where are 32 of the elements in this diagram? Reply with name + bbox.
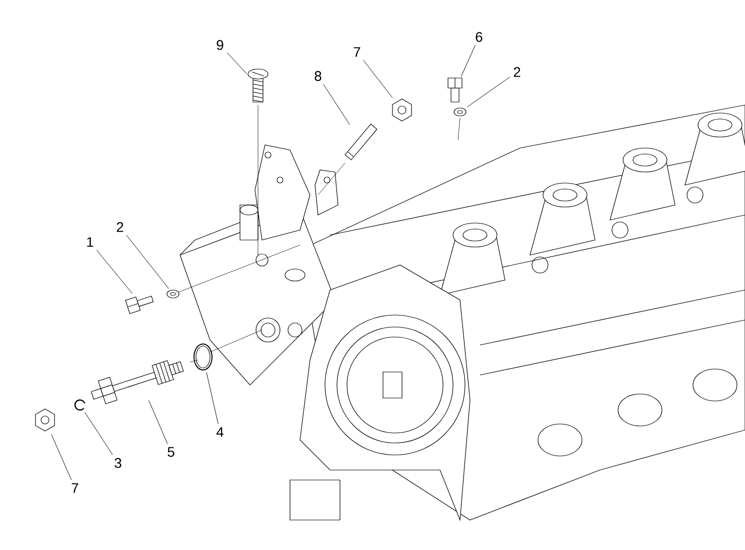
washer-drawing — [454, 108, 466, 116]
leader-line — [467, 76, 510, 108]
callout-number: 8 — [314, 71, 322, 81]
leader-line — [363, 60, 393, 98]
callout-number: 1 — [87, 237, 94, 247]
callout-number: 3 — [114, 458, 122, 468]
callout-number: 9 — [216, 40, 224, 50]
nut-drawing — [392, 98, 412, 122]
callout-number: 6 — [476, 32, 482, 42]
screw-drawing — [248, 68, 268, 102]
bolt-drawing — [448, 78, 462, 102]
circlip-drawing — [74, 399, 86, 411]
leader-line — [51, 434, 72, 480]
callout-number: 5 — [168, 447, 174, 457]
callout-number: 7 — [354, 47, 360, 57]
leader-line — [148, 400, 168, 444]
washer-drawing — [166, 290, 180, 298]
callout-number: 2 — [116, 222, 124, 232]
nut-drawing — [35, 408, 55, 432]
leader-line — [323, 84, 350, 125]
sensor-drawing — [90, 360, 184, 404]
bolt-drawing — [125, 296, 154, 314]
leader-line — [126, 234, 170, 289]
leader-line — [226, 52, 247, 74]
leader-line — [460, 44, 476, 77]
o-ring-drawing — [194, 344, 212, 370]
callout-number: 4 — [216, 427, 224, 437]
callout-number: 2 — [514, 67, 520, 77]
leader-line — [84, 412, 113, 455]
callout-number: 7 — [72, 483, 78, 493]
pin-drawing — [344, 124, 378, 160]
leader-line — [206, 372, 218, 424]
